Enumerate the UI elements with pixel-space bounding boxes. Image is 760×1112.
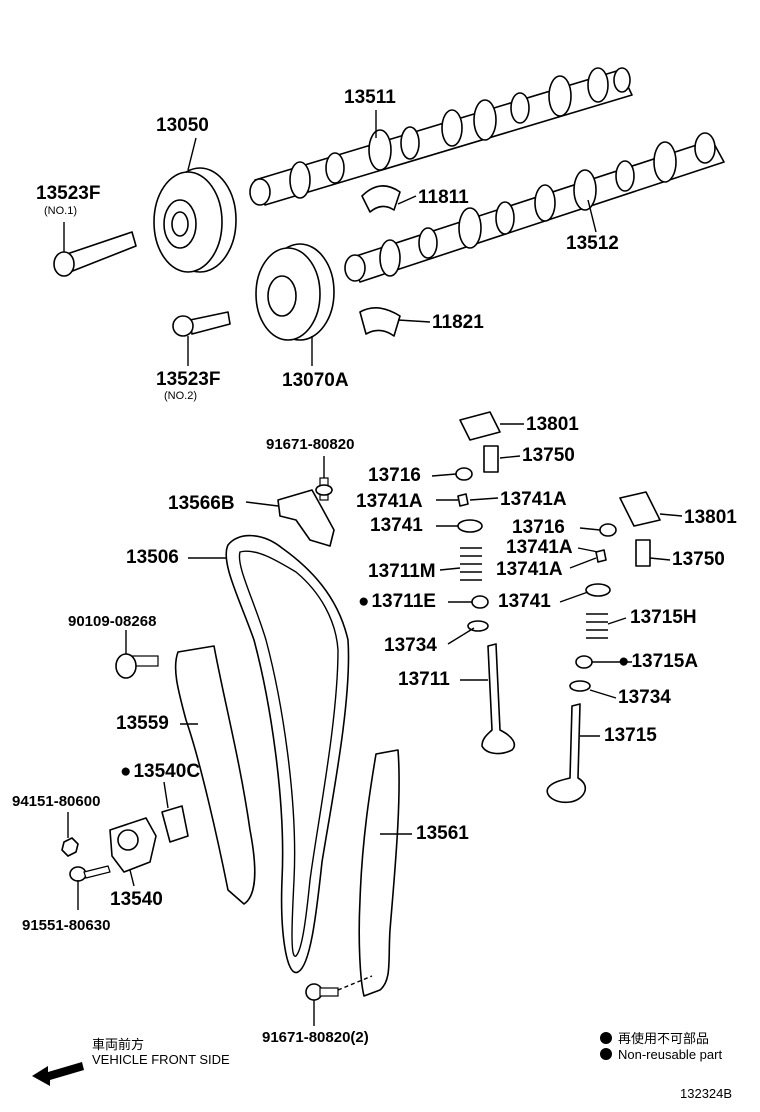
nut-94151: [61, 837, 79, 857]
key-13741A-b: [595, 549, 607, 563]
bolt-90109: [115, 653, 159, 679]
seal-13711E: [471, 595, 489, 609]
label-13523F-no2-note: (NO.2): [164, 390, 197, 402]
label-13801-b: 13801: [684, 507, 737, 528]
seal-13715A: [575, 655, 593, 669]
label-13561: 13561: [416, 823, 469, 844]
label-11821: 11821: [432, 312, 484, 333]
legend-jp: 再使用不可部品: [600, 1028, 709, 1047]
label-13511: 13511: [344, 87, 396, 108]
valve-13715: [546, 703, 587, 804]
valve-13711: [481, 643, 516, 755]
rocker-arm-13801-a: [459, 411, 501, 441]
label-13734-b: 13734: [618, 687, 671, 708]
front-direction-arrow: [32, 1062, 84, 1086]
bullet-icon: [600, 1032, 612, 1044]
label-13741A-a: 13741A: [356, 491, 423, 512]
rocker-arm-13801-b: [619, 491, 661, 527]
label-94151: 94151-80600: [12, 793, 101, 810]
direction-label-jp: 車両前方: [92, 1037, 145, 1052]
sprocket-13070A: [255, 243, 335, 341]
label-13566B: 13566B: [168, 493, 235, 514]
spring-13711M: [460, 547, 482, 581]
figure-id: 132324B: [680, 1086, 733, 1101]
sprocket-13050: [153, 167, 237, 273]
lash-adjuster-13750-a: [483, 445, 499, 473]
label-90109: 90109-08268: [68, 613, 157, 630]
label-13741-b: 13741: [498, 591, 551, 612]
label-13711E: 13711E: [358, 592, 435, 611]
label-91671-top: 91671-80820: [266, 436, 355, 453]
label-13540: 13540: [110, 889, 163, 910]
label-91671-bottom: 91671-80820(2): [262, 1029, 369, 1046]
shim-13716-b: [599, 523, 617, 537]
washer-13734-b: [569, 680, 591, 692]
bullet-icon: [600, 1048, 612, 1060]
label-13750-b: 13750: [672, 549, 725, 570]
lash-adjuster-13750-b: [635, 539, 651, 567]
label-13741-a: 13741: [370, 515, 423, 536]
label-13715H: 13715H: [630, 607, 697, 628]
label-13716-b: 13716: [512, 517, 565, 538]
label-13741A-c: 13741A: [506, 537, 573, 558]
spring-13715H: [586, 613, 608, 639]
label-11811: 11811: [418, 187, 469, 208]
label-13523F-no1-note: (NO.1): [44, 205, 77, 217]
label-13523F-no1: 13523F: [36, 183, 101, 204]
legend-en: Non-reusable part: [600, 1047, 722, 1062]
camshaft-13512: [344, 132, 725, 283]
key-13741A-a: [457, 493, 469, 507]
camshaft-13511: [249, 67, 633, 206]
plate-13540C: [161, 805, 189, 843]
label-13734-a: 13734: [384, 635, 437, 656]
chain-slipper-13561: [358, 749, 400, 997]
legend-en-text: Non-reusable part: [618, 1047, 723, 1062]
label-13716-a: 13716: [368, 465, 421, 486]
damper-13566B: [277, 489, 335, 547]
label-13715A: 13715A: [618, 652, 698, 671]
label-91551: 91551-80630: [22, 917, 111, 934]
label-13512: 13512: [566, 233, 619, 254]
chain-guide-13559: [174, 645, 256, 905]
label-13741A-d: 13741A: [496, 559, 563, 580]
bolt-13523F-no2: [172, 311, 231, 337]
label-13559: 13559: [116, 713, 169, 734]
leader-lines: [63, 110, 683, 1026]
label-13506: 13506: [126, 547, 179, 568]
bearing-11811: [361, 185, 401, 213]
retainer-13741-b: [585, 583, 611, 597]
label-13523F-no2: 13523F: [156, 369, 221, 390]
bolt-91551: [69, 865, 111, 882]
label-13070A: 13070A: [282, 370, 349, 391]
bolt-91671-top: [315, 477, 333, 501]
bolt-13523F-no1: [53, 231, 137, 277]
label-13540C: 13540C: [120, 762, 200, 781]
tensioner-13540: [109, 805, 189, 873]
label-13741A-b: 13741A: [500, 489, 567, 510]
timing-chain-13506: [225, 534, 350, 974]
label-13050: 13050: [156, 115, 209, 136]
label-13711M: 13711M: [368, 561, 436, 582]
bearing-11821: [359, 307, 401, 337]
direction-label-en: VEHICLE FRONT SIDE: [92, 1052, 230, 1067]
label-13711: 13711: [398, 669, 450, 690]
label-13801-a: 13801: [526, 414, 579, 435]
legend-jp-text: 再使用不可部品: [618, 1031, 710, 1046]
retainer-13741-a: [457, 519, 483, 533]
label-13750-a: 13750: [522, 445, 575, 466]
label-13715: 13715: [604, 725, 657, 746]
shim-13716-a: [455, 467, 473, 481]
